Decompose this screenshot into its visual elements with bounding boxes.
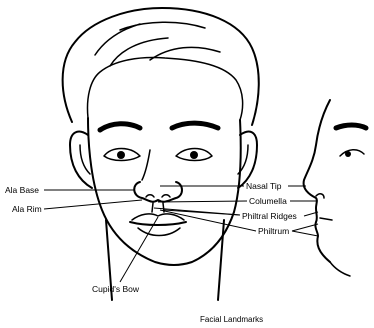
neck-right bbox=[218, 220, 224, 300]
nostril-right bbox=[162, 195, 170, 197]
left-pupil bbox=[117, 151, 125, 159]
lower-lip bbox=[138, 228, 180, 236]
side-profile bbox=[304, 100, 366, 276]
left-eyebrow bbox=[100, 124, 140, 130]
label-columella: Columella bbox=[249, 196, 287, 206]
nose-bridge bbox=[142, 150, 150, 180]
hair-strands bbox=[95, 22, 220, 66]
leader-philtrum-side-1 bbox=[292, 224, 318, 231]
front-face bbox=[63, 8, 259, 300]
profile-nostril bbox=[316, 194, 324, 198]
label-philtral-ridges: Philtral Ridges bbox=[242, 211, 297, 221]
hair-outline bbox=[63, 8, 259, 125]
label-nasal-tip: Nasal Tip bbox=[246, 181, 282, 191]
nose bbox=[134, 182, 182, 202]
label-cupids-bow: Cupid's Bow bbox=[92, 284, 140, 294]
hairline bbox=[88, 58, 243, 120]
caption: Facial Landmarks bbox=[200, 315, 263, 324]
nostril-left bbox=[146, 195, 154, 197]
leader-philtral-front-2 bbox=[164, 210, 240, 215]
profile-eye bbox=[340, 150, 364, 156]
face-outline bbox=[88, 118, 241, 265]
profile-eyebrow bbox=[336, 125, 366, 128]
leader-columella-front bbox=[158, 201, 247, 202]
profile-outline bbox=[304, 100, 330, 262]
label-philtrum: Philtrum bbox=[258, 226, 289, 236]
right-eyebrow bbox=[172, 123, 218, 128]
leader-philtrum-side-2 bbox=[292, 231, 318, 236]
leader-cupids-bow bbox=[120, 217, 158, 282]
label-ala-base: Ala Base bbox=[5, 185, 39, 195]
mouth-line bbox=[130, 222, 186, 225]
profile-mouth bbox=[320, 218, 332, 220]
label-ala-rim: Ala Rim bbox=[12, 204, 42, 214]
right-pupil bbox=[190, 151, 198, 159]
profile-chin bbox=[330, 262, 350, 276]
upper-lip bbox=[132, 214, 184, 220]
profile-pupil bbox=[345, 151, 351, 157]
leader-ala-rim bbox=[44, 200, 142, 209]
